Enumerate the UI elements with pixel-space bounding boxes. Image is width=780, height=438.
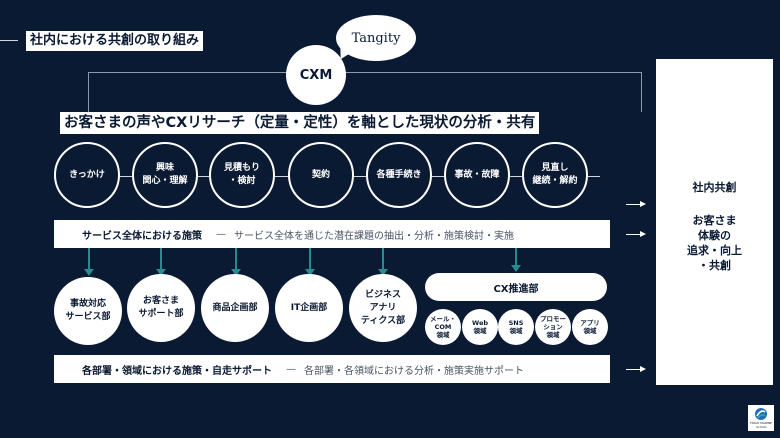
field-mail-com: メール・ COM 領域 [425,309,461,345]
connector-arrow [305,248,315,276]
connector-arrow [84,248,94,276]
connector-arrow [511,248,521,272]
cx-promotion-dept: CX推進部 [425,273,607,301]
field-app: アプリ 領域 [572,309,608,345]
tangity-speech-bubble: Tangity [336,15,416,61]
stage-review: 見直し 継続・解約 [522,142,588,208]
field-web: Web 領域 [462,309,498,345]
stage-interest: 興味 関心・理解 [132,142,198,208]
company-logo-icon [755,408,767,420]
dept-business-analytics: ビジネス アナリ ティクス部 [349,274,417,342]
connector-arrow [378,248,388,276]
field-sns: SNS 領域 [498,309,534,345]
stage-estimate: 見積もり ・検討 [209,142,275,208]
analysis-headline: お客さまの声やCXリサーチ（定量・定性）を軸とした現状の分析・共有 [60,112,540,134]
dept-band-desc: 各部署・各領域における分析・施策実施サポート [304,365,524,377]
arrow-right-icon [626,201,646,207]
panel-body: お客さま 体験の 追求・向上 ・共創 [687,214,742,272]
co-creation-panel: 社内共創 お客さま 体験の 追求・向上 ・共創 [656,59,773,385]
arrow-right-icon [626,366,646,372]
stage-contract: 契約 [288,142,354,208]
dept-band-separator: — [286,363,296,375]
connector-arrow [156,248,166,276]
dept-customer-support: お客さま サポート部 [127,274,195,342]
logo-text: TOKIO MARINE nichido [749,421,773,429]
page-title: 社内における共創の取り組み [26,31,204,51]
service-wide-band: サービス全体における施策 — サービス全体を通じた潜在課題の抽出・分析・施策検討… [54,220,610,248]
cxm-circle: CXM [286,45,346,105]
stage-trigger: きっかけ [54,142,120,208]
dept-band-title: 各部署・領域における施策・自走サポート [82,365,272,377]
arrow-right-icon [626,231,646,237]
service-band-separator: — [216,228,226,240]
stage-accident: 事故・故障 [444,142,510,208]
service-band-desc: サービス全体を通じた潜在課題の抽出・分析・施策検討・実施 [234,230,514,242]
dept-product-planning: 商品企画部 [201,274,269,342]
stage-procedures: 各種手続き [366,142,432,208]
cxm-bracket [88,72,642,112]
field-promotion: プロモー ション 領域 [535,309,571,345]
dept-accident-service: 事故対応 サービス部 [54,277,122,345]
service-band-title: サービス全体における施策 [82,230,202,242]
panel-title: 社内共創 [692,181,737,194]
header-divider [0,40,18,41]
connector-arrow [231,248,241,276]
dept-it-planning: IT企画部 [275,274,343,342]
dept-support-band: 各部署・領域における施策・自走サポート — 各部署・各領域における分析・施策実施… [54,355,610,383]
company-logo: TOKIO MARINE nichido [748,405,774,431]
